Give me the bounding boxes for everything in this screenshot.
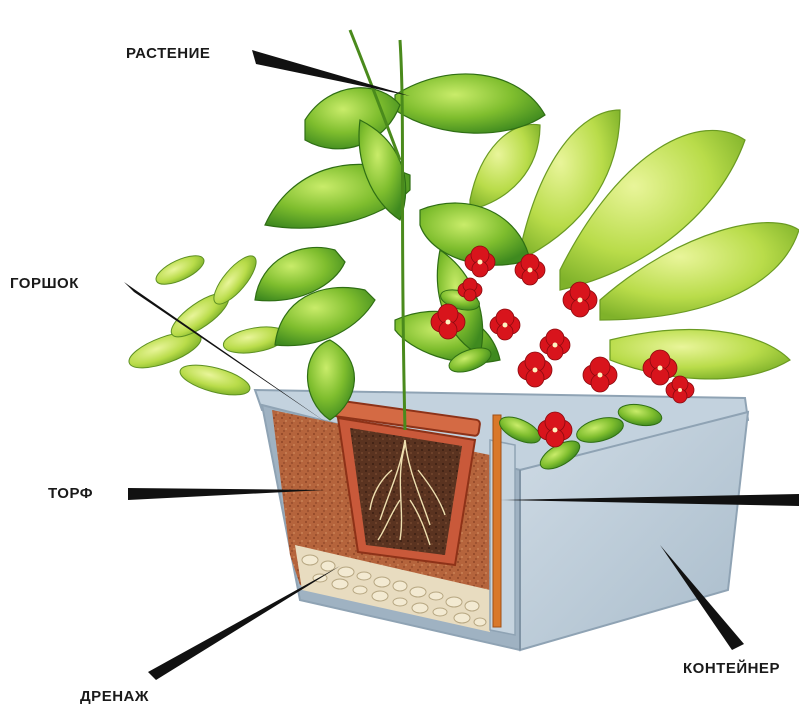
- leader-plant: [252, 50, 410, 96]
- water-level-tube: [493, 415, 501, 627]
- label-pot: ГОРШОК: [10, 275, 79, 292]
- label-container: КОНТЕЙНЕР: [683, 660, 780, 677]
- label-plant: РАСТЕНИЕ: [126, 45, 210, 62]
- label-peat: ТОРФ: [48, 485, 93, 502]
- label-drainage: ДРЕНАЖ: [80, 688, 149, 705]
- container: [255, 390, 748, 650]
- leader-drainage: [148, 566, 340, 680]
